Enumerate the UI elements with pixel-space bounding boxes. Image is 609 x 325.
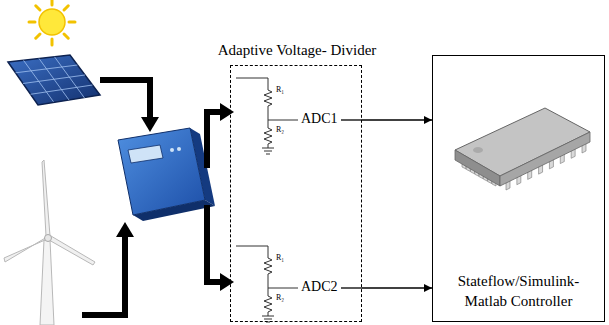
charge-controller-icon [177, 147, 181, 151]
solar-panel-icon [31, 85, 93, 94]
divider-circuit [341, 119, 362, 120]
wind-turbine-icon [40, 240, 54, 325]
solar-panel-icon [8, 55, 100, 105]
power-arrows [207, 112, 221, 168]
signal-arrow [362, 119, 432, 120]
microchip-icon [455, 108, 590, 190]
power-arrows [220, 273, 234, 291]
controller-label: Stateflow/Simulink-Matlab Controller [439, 272, 598, 311]
resistor-label: R₂ [276, 294, 284, 303]
power-arrows [207, 205, 221, 282]
divider-circuit [341, 287, 362, 288]
resistor-label: R₂ [276, 126, 284, 135]
microchip-icon [500, 132, 590, 186]
charge-controller-icon [128, 145, 163, 163]
signal-arrow [362, 287, 432, 288]
wind-turbine-icon [42, 160, 50, 236]
charge-controller-icon [170, 148, 174, 152]
power-arrows [220, 103, 234, 121]
solar-panel-icon [16, 57, 93, 102]
controller-box: Stateflow/Simulink-Matlab Controller [432, 55, 605, 322]
power-arrows [82, 236, 125, 315]
adc-pin-label: ADC2 [301, 279, 338, 294]
power-arrows [141, 117, 159, 132]
sun-icon [51, 39, 54, 45]
solar-panel-icon [8, 55, 100, 105]
sun-icon [36, 6, 40, 10]
sun-icon [64, 6, 68, 10]
sun-icon [51, 0, 54, 5]
wind-turbine-icon [4, 237, 47, 262]
power-arrows [116, 222, 134, 237]
divider-circuit [236, 78, 362, 322]
resistor-label: R₁ [276, 254, 284, 263]
divider-circuit [236, 78, 298, 154]
sun-icon [29, 0, 75, 45]
charge-controller-icon [118, 128, 215, 221]
charge-controller-icon [118, 128, 205, 215]
resistor-label: R₁ [276, 86, 284, 95]
wind-turbine-icon [45, 235, 52, 242]
divider-group: Adaptive Voltage- Divider [230, 65, 362, 322]
divider-circuit [236, 246, 298, 322]
group-heading: Adaptive Voltage- Divider [207, 41, 387, 61]
sun-icon [29, 0, 75, 45]
sun-icon [36, 34, 40, 38]
solar-panel-icon [23, 75, 85, 84]
sun-icon [64, 34, 68, 38]
sun-icon [69, 21, 75, 24]
power-arrows [100, 80, 150, 118]
adc-pin-label: ADC1 [301, 111, 338, 126]
microchip-icon [455, 150, 500, 186]
sun-icon [39, 9, 65, 35]
sun-icon [29, 21, 35, 24]
wind-turbine-icon [49, 236, 95, 265]
solar-panel-icon [16, 65, 78, 73]
power-arrows [82, 80, 234, 315]
microchip-icon [473, 147, 483, 153]
wind-turbine-icon [4, 160, 95, 325]
